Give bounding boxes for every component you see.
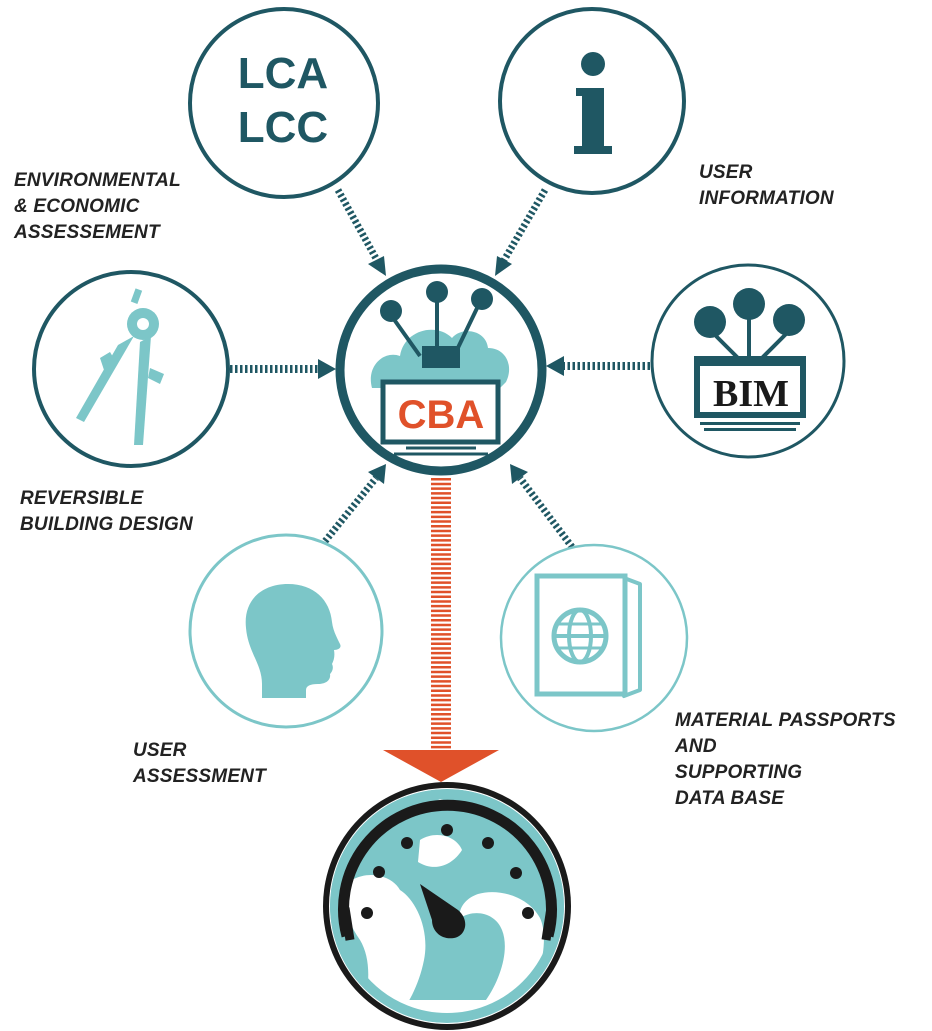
connector-info bbox=[495, 188, 549, 276]
lca-text: LCA bbox=[238, 49, 328, 98]
globe-gauge-icon bbox=[323, 782, 571, 1030]
label-user-information: USER INFORMATION bbox=[699, 162, 834, 209]
connector-compass bbox=[230, 359, 336, 379]
connector-lca bbox=[334, 188, 386, 276]
info-icon bbox=[574, 52, 612, 154]
bim-monitor-icon: BIM bbox=[694, 288, 806, 431]
connector-bim bbox=[546, 356, 650, 376]
node-lca-lcc: LCA LCC bbox=[188, 7, 380, 199]
node-reversible-design bbox=[32, 270, 230, 468]
lcc-text: LCC bbox=[238, 103, 328, 152]
cloud-monitor-icon: CBA bbox=[370, 281, 510, 456]
node-user-assessment bbox=[188, 533, 384, 729]
cba-text: CBA bbox=[398, 393, 485, 437]
label-material-passports: MATERIAL PASSPORTS AND SUPPORTING DATA B… bbox=[675, 710, 896, 809]
label-user-assessment: USER ASSESSMENT bbox=[133, 740, 266, 787]
node-material-passports bbox=[499, 543, 689, 733]
hub-cba: CBA bbox=[335, 264, 547, 476]
node-user-information bbox=[498, 7, 686, 195]
label-reversible-design: REVERSIBLE BUILDING DESIGN bbox=[20, 488, 193, 535]
connector-material bbox=[510, 464, 575, 550]
node-bim: BIM bbox=[650, 263, 846, 459]
connector-output bbox=[383, 478, 499, 782]
head-icon bbox=[245, 584, 341, 698]
compass-icon bbox=[76, 288, 164, 445]
bim-text: BIM bbox=[713, 373, 789, 415]
label-environmental: ENVIRONMENTAL & ECONOMIC ASSESSEMENT bbox=[14, 170, 181, 243]
passport-globe-icon bbox=[534, 573, 642, 698]
connector-user-assessment bbox=[319, 464, 386, 548]
